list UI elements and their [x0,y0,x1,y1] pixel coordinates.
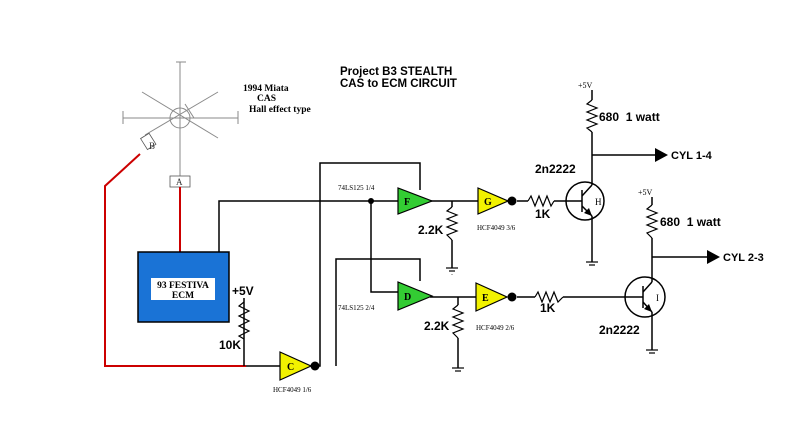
r-2k2-f-label: 2.2K [418,223,444,237]
transistor-i-part: 2n2222 [599,323,640,337]
cyl23-arrow [707,250,720,264]
junction-dot [368,198,374,204]
gate-g: G [477,187,517,215]
r-680-h-label: 680 1 watt [599,110,660,124]
title-line1: Project B3 STEALTH [340,66,452,78]
gate-e-letter: E [482,293,489,304]
ground-symbol [586,261,598,266]
r-680-i-label: 680 1 watt [660,215,721,229]
v5-top-label: +5V [578,81,593,90]
ecm-label-line2: ECM [172,291,194,301]
gate-c-part: HCF4049 1/6 [273,386,312,394]
gate-f: F [397,187,434,215]
r-10k-label: 10K [219,338,241,352]
sensor-label-line3: Hall effect type [249,105,311,115]
gate-d: D [397,281,434,311]
ground-symbol [446,267,458,275]
ecm-label-line1: 93 FESTIVA [157,281,209,291]
pickup-b-label: B [149,141,155,151]
resistor-1k-e [534,290,564,304]
pickup-a-label: A [176,177,183,187]
resistor-680-h [585,99,599,133]
gate-d-part: 74LS125 2/4 [338,304,375,312]
gate-f-part: 74LS125 1/4 [338,184,375,192]
title-line2: CAS to ECM CIRCUIT [340,78,457,90]
r-1k-g-label: 1K [535,207,551,221]
v5-left-label: +5V [232,284,254,298]
gate-f-letter: F [404,197,410,208]
transistor-i-letter: I [656,293,659,303]
gate-e: E [475,282,517,312]
cyl23-label: CYL 2-3 [723,252,764,264]
gate-d-letter: D [404,292,411,303]
ecm-label-bg [151,278,215,300]
transistor-h: H [565,181,605,221]
resistor-2k2-f [445,206,459,241]
resistor-1k-g [527,194,555,208]
wiring [218,90,707,368]
gate-e-part: HCF4049 2/6 [476,324,515,332]
transistor-i: I [624,276,666,318]
sensor-wire-b [104,153,246,367]
resistor-680-i [645,204,659,239]
cyl14-label: CYL 1-4 [671,150,713,162]
transistor-h-letter: H [595,197,602,207]
cam-angle-sensor [122,61,239,177]
resistor-2k2-d [451,304,465,339]
gate-c: C [279,351,320,381]
ground-symbol [452,367,464,372]
r-1k-e-label: 1K [540,301,556,315]
gate-g-part: HCF4049 3/6 [477,224,516,232]
sensor-label-line1: 1994 Miata [243,84,289,94]
resistor-10k [237,301,251,340]
sensor-label-line2: CAS [257,94,276,104]
transistor-h-part: 2n2222 [535,162,576,176]
cyl14-arrow [655,148,668,162]
pickup-b-box [140,132,157,151]
v5-right-label: +5V [638,188,653,197]
gate-g-letter: G [484,197,492,208]
ground-symbol [646,349,658,354]
r-2k2-d-label: 2.2K [424,319,450,333]
gate-c-letter: C [287,362,294,373]
